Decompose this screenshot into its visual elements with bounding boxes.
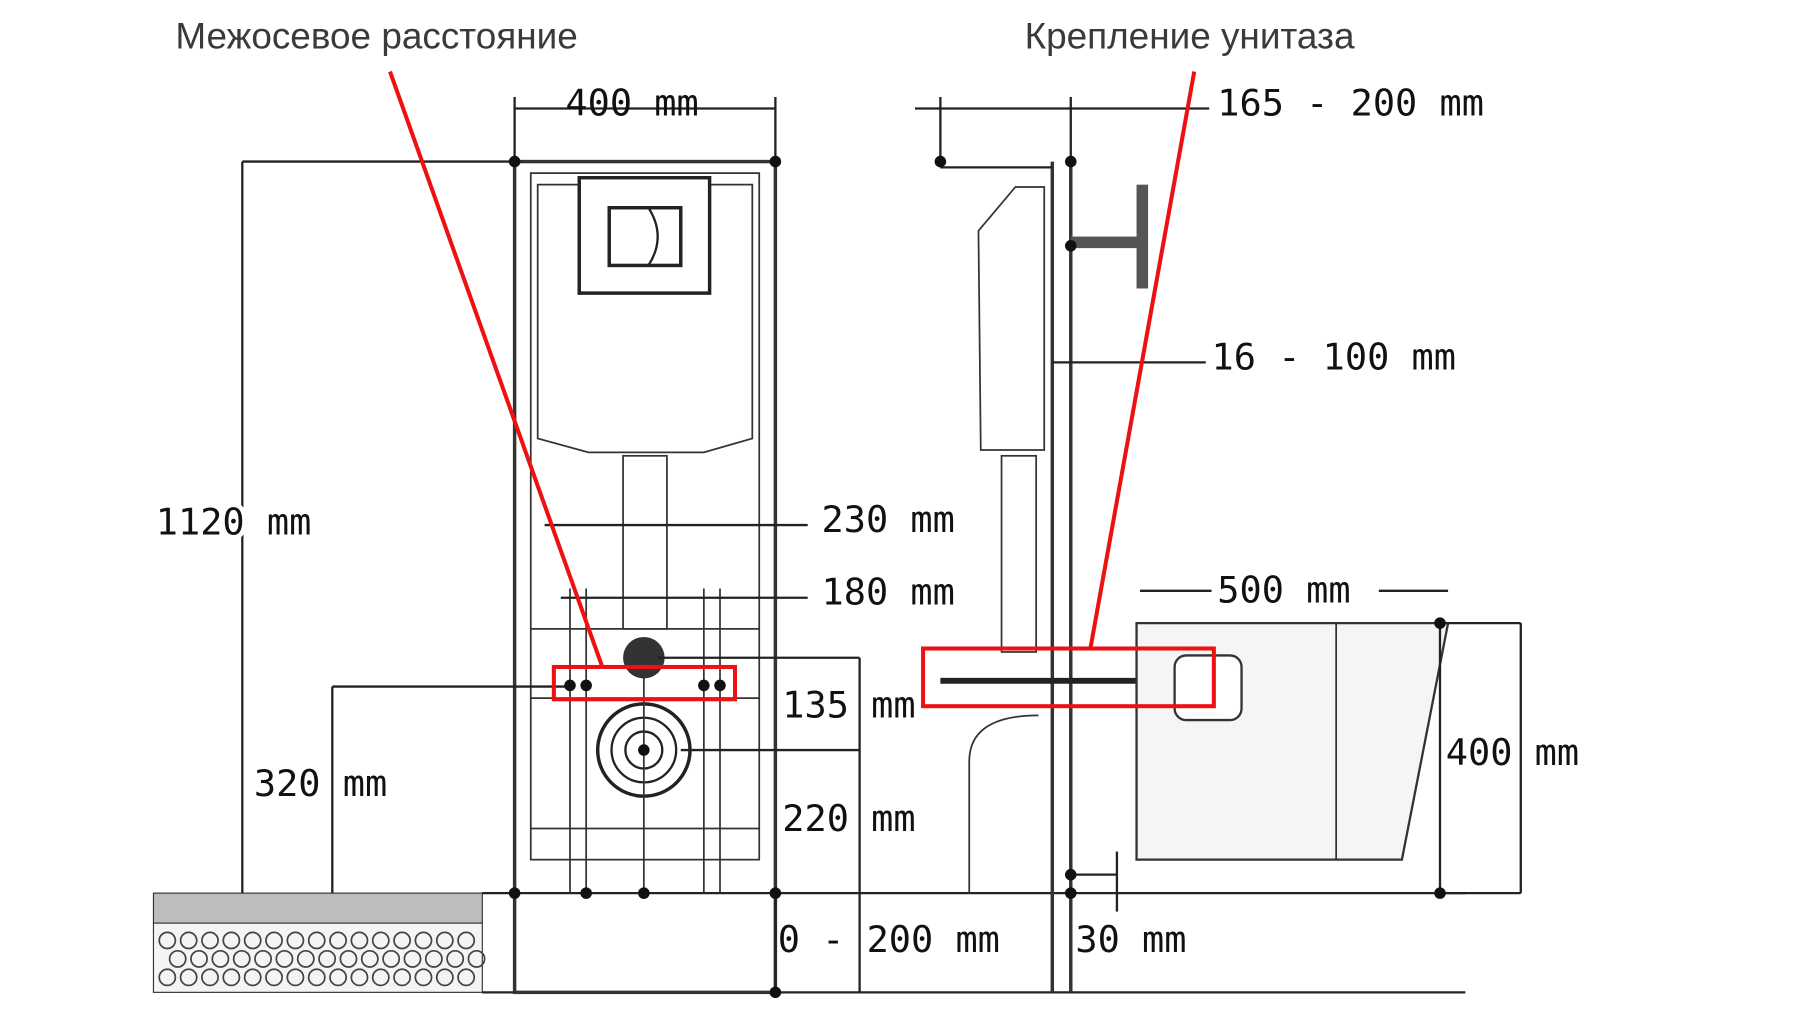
floor-pattern-circle: [467, 949, 486, 968]
floor-pattern-circle: [329, 968, 348, 987]
side-frame: [940, 161, 1149, 993]
floor-pattern-circle: [414, 931, 433, 950]
dim-wall-gap: 16 - 100 mm: [1212, 335, 1456, 378]
floor-pattern-circle: [168, 949, 187, 968]
floor-pattern-circle: [393, 968, 412, 987]
dim-bolt-to-drain: 135 mm: [782, 684, 915, 727]
dim-bowl-height: 400 mm: [1446, 731, 1579, 774]
floor-pattern-circle: [296, 949, 315, 968]
floor-pattern-circle: [329, 931, 348, 950]
dim-drain-to-floor: 220 mm: [782, 797, 915, 840]
dim-wall-depth: 165 - 200 mm: [1217, 81, 1484, 124]
floor-pattern-circle: [318, 949, 337, 968]
highlight-annotations: [388, 70, 1216, 709]
floor-pattern-circle: [286, 931, 305, 950]
floor-pattern-circle: [243, 931, 262, 950]
floor-pattern-circle: [158, 968, 177, 987]
highlight-bolt-spacing: [551, 664, 738, 702]
floor-pattern-circle: [457, 931, 476, 950]
floor-pattern-circle: [403, 949, 422, 968]
floor-pattern-circle: [350, 931, 369, 950]
floor-pattern-circle: [446, 949, 465, 968]
floor-pattern-circle: [265, 968, 283, 987]
flush-plate: [577, 176, 712, 295]
floor-pattern-circle: [435, 968, 454, 987]
floor-pattern-circle: [243, 968, 262, 987]
floor-pattern-circle: [307, 931, 326, 950]
floor-pattern-circle: [360, 949, 379, 968]
floor-pattern-circle: [435, 931, 454, 950]
dim-frame-width: 400 mm: [565, 81, 698, 124]
caption-axis-distance: Межосевое расстояние: [175, 15, 577, 56]
floor-pattern-circle: [414, 968, 433, 987]
floor-block: [152, 892, 486, 993]
floor-pattern-circle: [211, 949, 230, 968]
highlight-toilet-mount: [921, 646, 1216, 709]
floor-pattern-circle: [158, 931, 177, 950]
floor-pattern-circle: [190, 949, 208, 968]
floor-pattern-circle: [307, 968, 326, 987]
floor-pattern-circle: [179, 931, 198, 950]
floor-pattern-circle: [201, 931, 219, 950]
dim-drain-height: 320 mm: [254, 762, 387, 805]
floor-pattern-circle: [286, 968, 305, 987]
floor-pattern-circle: [222, 931, 241, 950]
floor-pattern-circle: [222, 968, 241, 987]
floor-pattern-circle: [275, 949, 294, 968]
caption-toilet-mount: Крепление унитаза: [1025, 15, 1355, 56]
toilet-bowl: [1135, 621, 1450, 861]
floor-pattern-circle: [339, 949, 358, 968]
floor-pattern-circle: [232, 949, 251, 968]
floor-pattern-circle: [350, 968, 369, 987]
floor-pattern-circle: [424, 949, 443, 968]
floor-pattern-circle: [382, 949, 401, 968]
floor-pattern-circle: [254, 949, 273, 968]
dim-floor-offset: 0 - 200 mm: [778, 918, 1000, 961]
floor-pattern-circle: [179, 968, 198, 987]
floor-pattern-circle: [371, 931, 390, 950]
floor-pattern-circle: [265, 931, 283, 950]
dim-bolt-inner: 180 mm: [822, 571, 955, 614]
dim-bolt-outer: 230 mm: [822, 498, 955, 541]
floor-pattern-circle: [393, 931, 412, 950]
dim-bowl-gap: 30 mm: [1075, 918, 1186, 961]
floor-pattern-circle: [371, 968, 390, 987]
dim-frame-height: 1120 mm: [156, 500, 312, 543]
floor-pattern-circle: [201, 968, 219, 987]
floor-pattern-circle: [457, 968, 476, 987]
front-frame: [512, 159, 778, 995]
dim-bowl-length: 500 mm: [1217, 568, 1350, 611]
